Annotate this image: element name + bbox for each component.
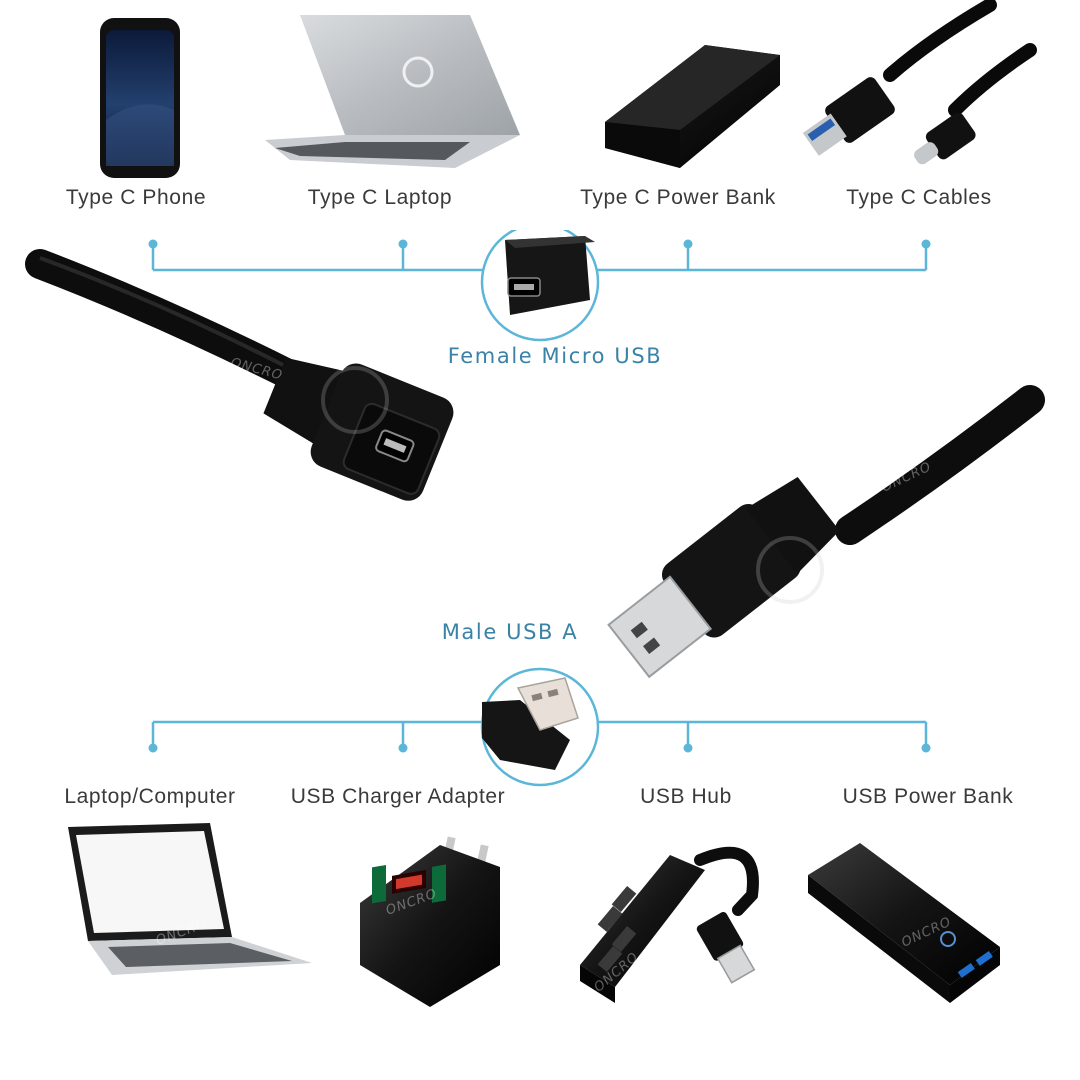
device-label-usb-power-bank: USB Power Bank — [842, 785, 1014, 808]
male-usb-a-icon — [482, 677, 579, 770]
bottom-device-images — [68, 823, 1000, 1007]
female-micro-usb-icon — [505, 236, 595, 315]
laptop-computer-icon — [68, 823, 312, 975]
female-micro-usb-label: Female Micro USB — [447, 344, 663, 368]
usb-charger-adapter-icon — [360, 836, 500, 1007]
device-label-type-c-power-bank: Type C Power Bank — [580, 186, 776, 209]
laptop-icon — [265, 15, 520, 168]
smartphone-icon — [100, 18, 180, 178]
usb-hub-icon — [580, 846, 759, 1003]
cable-illustration — [25, 249, 1045, 679]
male-usb-a-cable — [607, 385, 1045, 679]
usb-cable-icon — [802, 0, 1037, 165]
device-label-usb-charger-adapter: USB Charger Adapter — [290, 785, 506, 808]
male-usb-a-label: Male USB A — [441, 620, 579, 644]
top-connector-bracket — [148, 230, 931, 342]
device-label-type-c-laptop: Type C Laptop — [307, 186, 453, 209]
usb-power-bank-icon — [808, 843, 1000, 1003]
device-label-laptop-computer: Laptop/Computer — [64, 785, 236, 808]
device-label-usb-hub: USB Hub — [640, 785, 732, 808]
bottom-connector-bracket — [148, 667, 931, 787]
top-device-images — [100, 0, 1037, 178]
device-label-type-c-phone: Type C Phone — [65, 186, 207, 209]
female-micro-usb-cable — [25, 249, 454, 501]
device-label-type-c-cables: Type C Cables — [846, 186, 992, 209]
power-bank-icon — [605, 45, 780, 168]
